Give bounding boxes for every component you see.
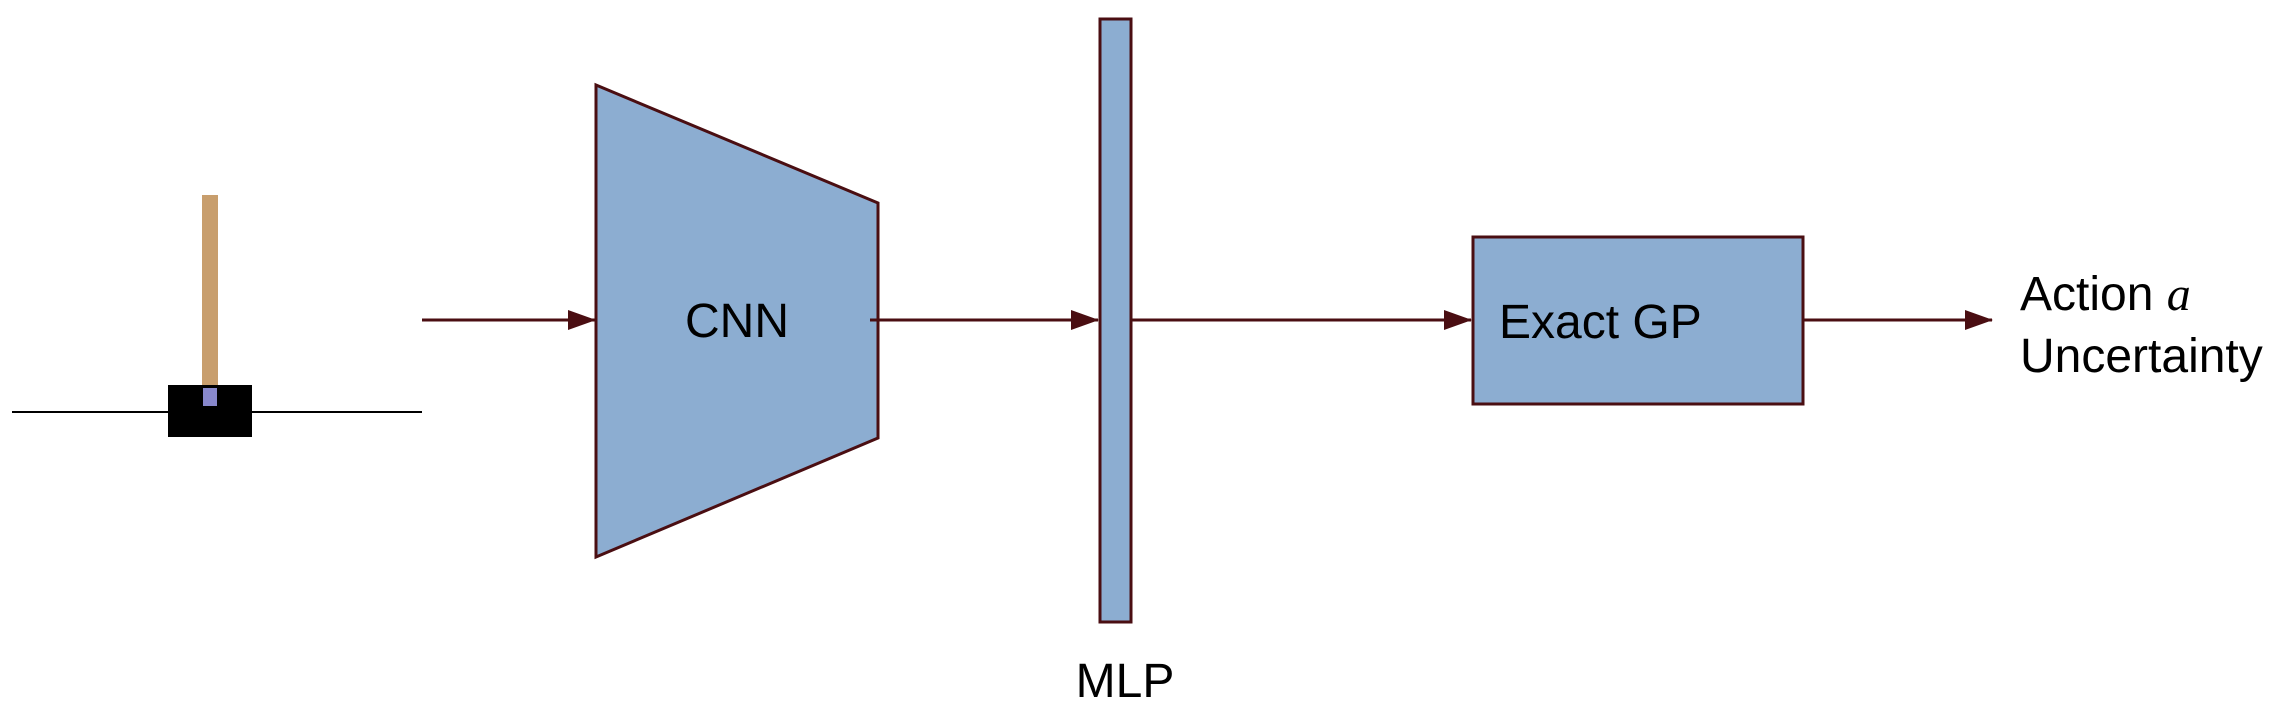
exact-gp-block xyxy=(1471,235,1805,406)
output-action-text: Action xyxy=(2020,268,2153,321)
cnn-label: CNN xyxy=(685,295,789,348)
mlp-label: MLP xyxy=(1076,655,1175,708)
mlp-block xyxy=(1098,17,1133,624)
cartpole-pole xyxy=(202,195,218,405)
cnn-block xyxy=(594,82,880,560)
cartpole-icon xyxy=(12,195,422,437)
output-action-label: Action a xyxy=(2020,268,2191,321)
output-action-variable: a xyxy=(2167,268,2191,321)
cartpole-axle xyxy=(203,388,217,406)
output-uncertainty-label: Uncertainty xyxy=(2020,330,2263,383)
exact-gp-label: Exact GP xyxy=(1499,296,1702,349)
